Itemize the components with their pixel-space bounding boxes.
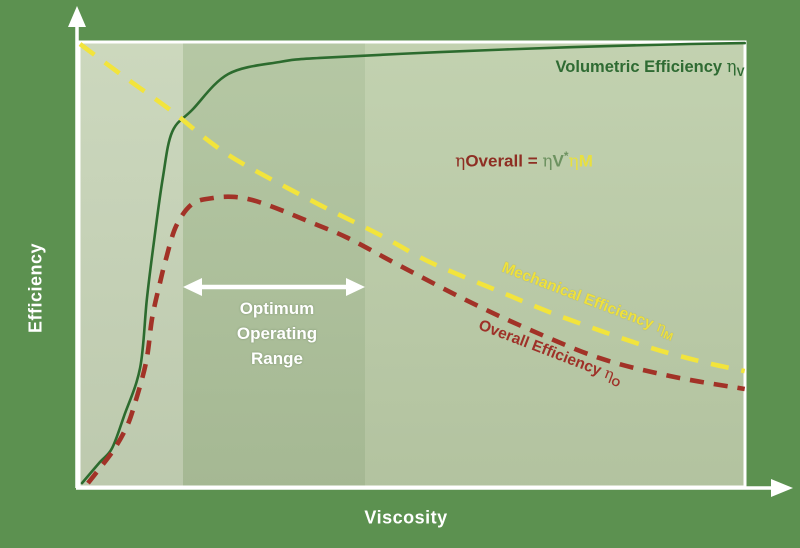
optimum-operating-range-label: Optimum Operating Range <box>237 296 317 371</box>
optimum-line-1: Optimum <box>239 299 315 318</box>
x-axis-label: Viscosity <box>364 507 448 528</box>
formula-lhs: ηOverall = <box>455 151 543 172</box>
volumetric-subscript: V <box>736 65 745 80</box>
volumetric-label-text: Volumetric Efficiency <box>555 57 727 76</box>
mechanical-efficiency-curve <box>78 42 746 374</box>
plot-zone-left <box>80 43 183 487</box>
volumetric-efficiency-curve <box>80 41 746 485</box>
eta-symbol: η <box>568 151 579 172</box>
plot-border <box>77 40 747 489</box>
optimum-range-arrow-right-icon <box>346 278 365 296</box>
eta-symbol: η <box>726 56 737 76</box>
optimum-range-band <box>183 43 365 487</box>
plot-zone-right <box>365 43 746 487</box>
formula-mechanical-term: ηM <box>568 151 593 172</box>
eta-symbol: η <box>542 151 553 172</box>
optimum-range-arrow-left-icon <box>183 278 202 296</box>
overall-efficiency-curve <box>86 194 746 485</box>
volumetric-efficiency-label: Volumetric Efficiency ηV <box>556 57 745 79</box>
formula-volumetric-term: ηV* <box>542 148 569 172</box>
equals-sign: = <box>522 151 543 171</box>
eta-symbol: η <box>455 151 466 172</box>
x-axis-arrow-icon <box>771 479 793 497</box>
y-axis-label: Efficiency <box>25 242 46 334</box>
y-axis-arrow-icon <box>68 6 86 27</box>
optimum-line-2: Operating <box>236 324 318 343</box>
optimum-line-3: Range <box>251 349 303 368</box>
multiply-operator: * <box>563 148 569 163</box>
overall-efficiency-formula: ηOverall = ηV*ηM <box>455 149 593 172</box>
